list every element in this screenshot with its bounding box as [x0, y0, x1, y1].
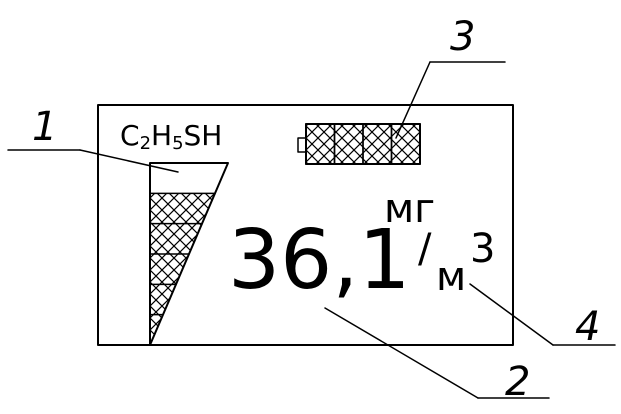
battery-terminal	[297, 137, 307, 153]
unit-numerator: мг	[384, 186, 435, 232]
gas-formula-label: C2H5SH	[120, 119, 222, 154]
callout-4-leader	[469, 283, 554, 346]
formula-sub-5: 5	[172, 133, 183, 154]
battery-cell	[362, 123, 393, 165]
callout-3-leader	[395, 61, 431, 139]
level-indicator	[149, 162, 229, 346]
callout-2-number: 2	[505, 359, 530, 405]
battery-cells	[305, 123, 421, 165]
unit-exponent: 3	[470, 226, 495, 272]
callout-3: 3	[395, 14, 506, 139]
callout-4: 4	[469, 283, 616, 350]
callout-2-leader	[324, 307, 479, 399]
battery-cell	[333, 123, 364, 165]
callout-2: 2	[324, 307, 550, 405]
reading-value: 36,1	[228, 213, 411, 308]
battery-cell	[305, 123, 336, 165]
display-screen-frame	[97, 104, 514, 346]
callout-1-leader	[79, 149, 179, 173]
callout-1-number: 1	[32, 104, 57, 150]
battery-indicator	[297, 123, 421, 165]
callout-4-number: 4	[575, 304, 600, 350]
formula-c: C	[120, 119, 140, 152]
formula-h: H	[151, 119, 172, 152]
level-indicator-segments	[149, 192, 216, 316]
formula-sh: SH	[184, 119, 223, 152]
callout-1: 1	[7, 104, 179, 173]
formula-sub-2: 2	[140, 133, 151, 154]
callout-3-number: 3	[450, 14, 475, 60]
unit-slash: /	[418, 226, 432, 272]
unit-denominator: м	[436, 254, 466, 300]
battery-cell	[390, 123, 421, 165]
